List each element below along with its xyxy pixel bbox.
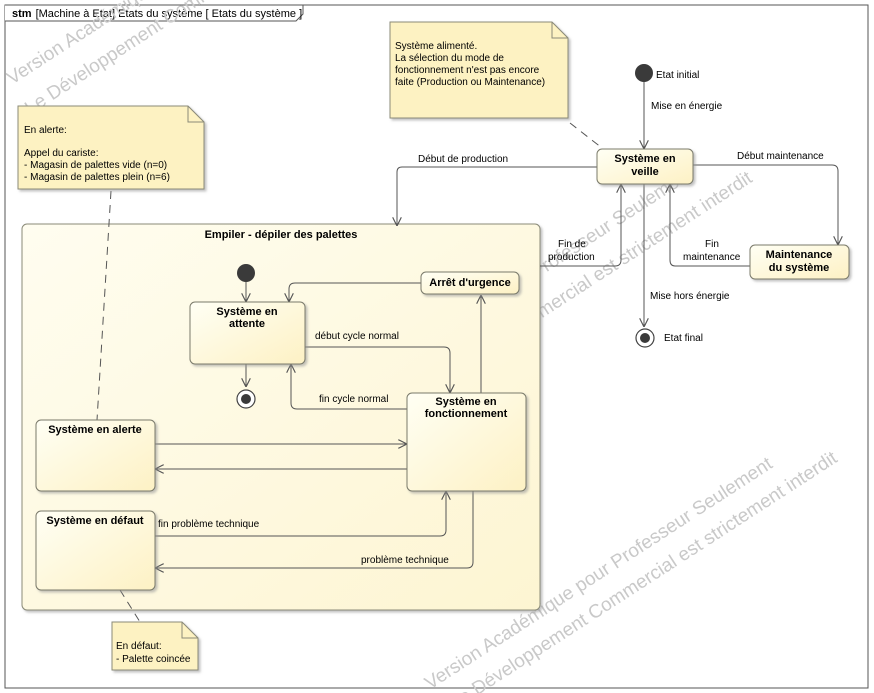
state-alerte[interactable]: Système en alerte bbox=[35, 419, 156, 492]
note-alerte-line-3: Appel du cariste: bbox=[24, 148, 99, 159]
state-veille-line-2: veille bbox=[631, 166, 659, 178]
transition-probleme-technique[interactable] bbox=[155, 491, 474, 568]
state-defaut[interactable]: Système en défaut bbox=[35, 510, 156, 591]
transition-fin-maintenance-label-1: Fin bbox=[705, 239, 719, 250]
final-state-label: Etat final bbox=[664, 333, 703, 344]
note-alerte-connector bbox=[96, 190, 112, 421]
composite-state-title: Empiler - dépiler des palettes bbox=[205, 229, 358, 241]
transition-debut-cycle-normal[interactable] bbox=[305, 346, 450, 393]
state-alerte-label: Système en alerte bbox=[48, 424, 142, 436]
note-alimente[interactable]: Système alimenté. La sélection du mode d… bbox=[389, 21, 569, 119]
transition-debut-production[interactable] bbox=[397, 166, 597, 226]
note-alimente-connector bbox=[569, 122, 603, 149]
state-attente-line-2: attente bbox=[229, 318, 265, 330]
diagram-frame bbox=[4, 4, 869, 689]
state-fonctionnement-line-2: fonctionnement bbox=[425, 408, 508, 420]
transition-mise-hors-energie-label: Mise hors énergie bbox=[650, 291, 730, 302]
transition-debut-maintenance-label: Début maintenance bbox=[737, 151, 824, 162]
note-alimente-line-3: fonctionnement n'est pas encore bbox=[395, 65, 540, 76]
state-arret-urgence[interactable]: Arrêt d'urgence bbox=[420, 271, 520, 295]
note-alimente-line-2: La sélection du mode de bbox=[395, 53, 504, 64]
state-veille-line-1: Système en bbox=[614, 153, 675, 165]
transition-fin-cycle-normal[interactable] bbox=[291, 364, 407, 410]
frame-title-text: [Machine à Etat] Etats du système [ Etat… bbox=[36, 8, 303, 20]
transition-debut-cycle-normal-label: début cycle normal bbox=[315, 331, 399, 342]
note-alerte-line-5: - Magasin de palettes plein (n=6) bbox=[24, 172, 170, 183]
transition-fin-probleme-technique[interactable] bbox=[155, 491, 446, 537]
initial-state-inner[interactable] bbox=[237, 264, 255, 282]
note-alerte-line-4: - Magasin de palettes vide (n=0) bbox=[24, 160, 167, 171]
transition-debut-maintenance[interactable] bbox=[693, 164, 838, 245]
note-alerte-line-1: En alerte: bbox=[24, 125, 67, 136]
note-defaut[interactable]: En défaut: - Palette coincée bbox=[111, 621, 199, 671]
final-state-top[interactable]: Etat final bbox=[635, 328, 703, 348]
final-state-inner[interactable] bbox=[236, 389, 256, 409]
transition-fin-production[interactable] bbox=[540, 184, 621, 267]
state-maintenance-line-2: du système bbox=[769, 262, 830, 274]
note-alimente-line-1: Système alimenté. bbox=[395, 41, 477, 52]
initial-state-label: Etat initial bbox=[656, 70, 699, 81]
transition-debut-production-label: Début de production bbox=[418, 154, 508, 165]
state-fonctionnement[interactable]: Système en fonctionnement bbox=[406, 392, 527, 492]
state-arret-urgence-label: Arrêt d'urgence bbox=[429, 277, 510, 289]
transition-fin-production-label-2: production bbox=[548, 252, 595, 263]
state-maintenance[interactable]: Maintenance du système bbox=[749, 244, 850, 280]
transition-fin-maintenance[interactable] bbox=[670, 184, 750, 267]
note-defaut-line-1: En défaut: bbox=[116, 641, 162, 652]
frame-keyword: stm bbox=[12, 8, 32, 20]
state-maintenance-line-1: Maintenance bbox=[766, 249, 833, 261]
transition-mise-en-energie-label: Mise en énergie bbox=[651, 101, 723, 112]
transition-arret-to-attente[interactable] bbox=[289, 282, 421, 302]
frame-title-tab bbox=[5, 4, 304, 22]
transition-fin-cycle-normal-label: fin cycle normal bbox=[319, 394, 388, 405]
transition-fin-production-label-1: Fin de bbox=[558, 239, 586, 250]
transition-fin-probleme-technique-label: fin problème technique bbox=[158, 519, 260, 530]
frame-title: stm [Machine à Etat] Etats du système [ E… bbox=[12, 8, 302, 20]
note-alerte[interactable]: En alerte: Appel du cariste: - Magasin d… bbox=[17, 105, 205, 190]
transition-fin-maintenance-label-2: maintenance bbox=[683, 252, 741, 263]
state-attente-line-1: Système en bbox=[216, 306, 277, 318]
state-veille[interactable]: Système en veille bbox=[596, 148, 694, 185]
note-alimente-line-4: faite (Production ou Maintenance) bbox=[395, 77, 545, 88]
state-attente[interactable]: Système en attente bbox=[189, 301, 306, 365]
state-fonctionnement-line-1: Système en bbox=[435, 396, 496, 408]
note-defaut-connector bbox=[119, 589, 141, 623]
transition-probleme-technique-label: problème technique bbox=[361, 555, 449, 566]
state-defaut-label: Système en défaut bbox=[46, 515, 144, 527]
note-defaut-line-2: - Palette coincée bbox=[116, 654, 191, 665]
initial-state-top[interactable]: Etat initial bbox=[635, 64, 699, 82]
